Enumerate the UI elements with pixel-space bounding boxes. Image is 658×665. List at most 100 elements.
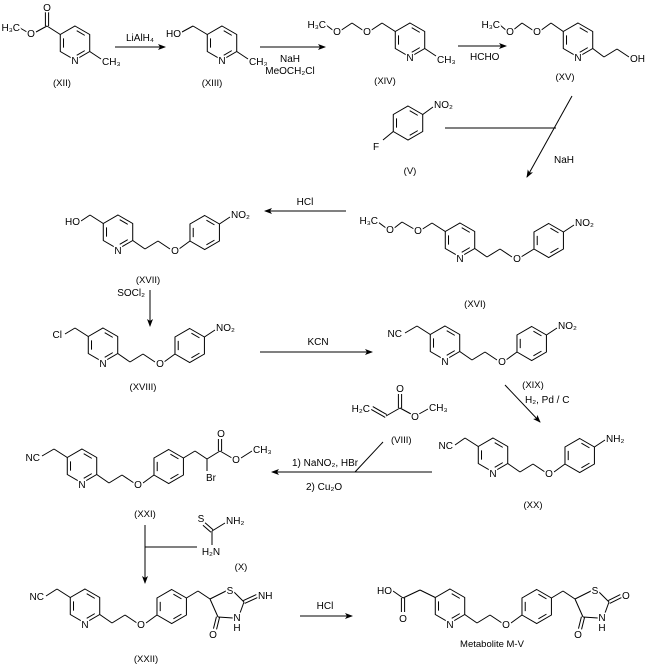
atom-label: O	[513, 254, 521, 265]
aromatic-bond	[104, 332, 114, 338]
compound-label-metabolite-mv: Metabolite M-V	[460, 639, 525, 650]
atom-label: N	[233, 613, 240, 624]
atom-label: O	[411, 412, 419, 423]
double-bond	[581, 617, 586, 630]
atom-label: Br	[206, 473, 217, 484]
reagent-label: 2) Cu₂O	[306, 482, 342, 493]
bond	[239, 601, 245, 614]
atom-label: O	[137, 620, 145, 631]
aromatic-bond	[173, 613, 182, 620]
bond	[553, 463, 566, 473]
bond	[19, 27, 28, 33]
bond	[418, 408, 429, 415]
bond	[74, 327, 89, 337]
aromatic-bond	[104, 352, 114, 358]
arrow-step-8	[504, 384, 541, 423]
compound-label-XIV: (XIV)	[374, 76, 396, 87]
atom-label: CH₃	[249, 57, 268, 68]
aromatic-bond	[533, 350, 542, 357]
bond	[236, 51, 249, 60]
atom-label: H₂C	[352, 404, 370, 415]
bond	[539, 22, 552, 32]
bond	[464, 614, 478, 624]
atom-label: Cl	[53, 330, 62, 341]
benzene-ring	[392, 105, 424, 141]
bond	[197, 590, 211, 600]
double-bond	[608, 594, 621, 602]
compound-label-XVI: (XVI)	[464, 299, 486, 310]
reagent-label: NaH	[280, 54, 300, 65]
aromatic-bond	[86, 593, 96, 599]
bond	[209, 590, 227, 600]
atom-label: NH₂	[226, 516, 244, 527]
bond	[382, 131, 394, 141]
aromatic-bond	[581, 462, 590, 469]
atom-label: N	[441, 357, 448, 368]
bond	[402, 589, 421, 599]
bond	[499, 24, 508, 32]
atom-label: N	[446, 620, 453, 631]
atom-label: S	[227, 586, 234, 597]
bond	[392, 221, 403, 230]
aromatic-bond	[83, 473, 93, 479]
bond	[381, 22, 396, 32]
compound-label-X: (X)	[235, 562, 248, 573]
atom-label: NO₂	[216, 323, 235, 334]
atom-label: N	[114, 246, 121, 257]
bond	[233, 591, 245, 603]
aromatic-bond	[538, 593, 547, 600]
aromatic-bond	[409, 110, 419, 116]
aromatic-bond	[83, 453, 93, 459]
reagent-label: KCN	[307, 337, 328, 348]
aromatic-bond	[533, 330, 542, 337]
atom-label: HO	[65, 217, 80, 228]
atom-label: O	[386, 225, 394, 236]
compound-label-XIX: (XIX)	[522, 380, 544, 391]
pyridine-ring	[434, 588, 466, 624]
bond	[616, 48, 630, 58]
bond	[474, 248, 488, 258]
benzene-ring	[533, 222, 564, 259]
aromatic-bond	[494, 462, 504, 468]
aromatic-bond	[170, 473, 179, 480]
aromatic-bond	[206, 219, 215, 226]
bond	[53, 448, 68, 458]
bond	[41, 448, 55, 457]
bond	[459, 351, 473, 361]
atom-label: O	[217, 429, 225, 440]
bond	[219, 216, 231, 225]
pyridine-ring	[102, 214, 134, 250]
bond	[56, 588, 71, 598]
atom-label: CH₃	[102, 57, 121, 68]
reagent-join-line	[354, 441, 384, 473]
bond	[471, 351, 486, 361]
atom-label: NH	[258, 591, 272, 602]
aromatic-bond	[170, 453, 179, 460]
bond	[454, 437, 466, 446]
pyridine-ring	[59, 25, 91, 61]
bond	[121, 474, 135, 484]
bond	[519, 463, 534, 473]
double-bond	[202, 524, 212, 533]
atom-label: O	[134, 480, 142, 491]
double-bond	[372, 406, 388, 416]
bond	[96, 474, 110, 484]
atom-label: OH	[630, 54, 645, 65]
atom-label: O	[156, 359, 164, 370]
atom-label: N	[81, 620, 88, 631]
atom-label: NC	[388, 329, 402, 340]
aromatic-bond	[446, 350, 456, 356]
aromatic-bond	[173, 593, 182, 600]
atom-label: H₃C	[307, 20, 326, 31]
bond	[424, 48, 437, 57]
reagent-label: HCl	[297, 197, 314, 208]
atom-label: S	[592, 586, 599, 597]
bond	[499, 248, 513, 258]
double-bond	[212, 616, 217, 629]
compound-label-XXI: (XXI)	[134, 509, 156, 520]
atom-label: CH₃	[429, 403, 448, 414]
bond	[562, 590, 576, 600]
pyridine-ring	[66, 448, 98, 484]
bond	[510, 614, 523, 624]
bond	[142, 474, 155, 484]
